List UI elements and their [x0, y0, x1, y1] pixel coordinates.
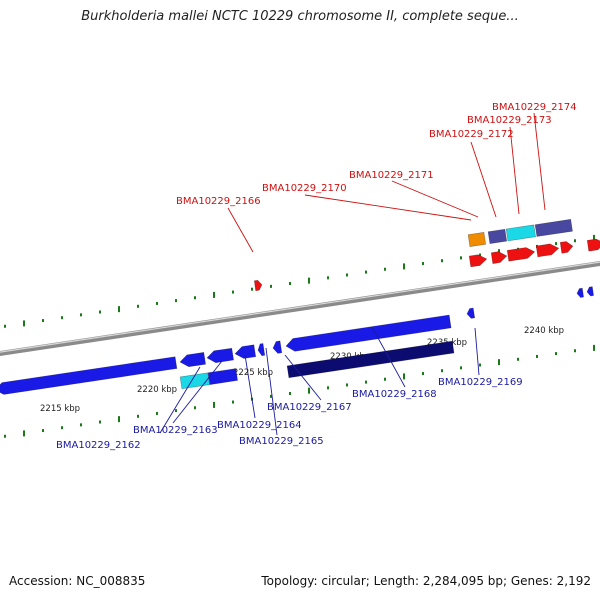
leader-line-reverse	[284, 354, 322, 401]
gene-bma10229-2162	[0, 356, 178, 395]
gene-label-forward: BMA10229_2173	[467, 115, 552, 126]
scale-label: 2225 kbp	[233, 368, 273, 378]
gene-edge-fwd	[586, 238, 600, 252]
gene-rna	[467, 231, 487, 247]
leader-line-reverse	[265, 347, 278, 436]
scale-label: 2220 kbp	[137, 385, 177, 395]
gene-slate-a	[487, 228, 508, 244]
map-title: Burkholderia mallei NCTC 10229 chromosom…	[81, 9, 519, 24]
gene-bma10229-2170	[468, 254, 488, 268]
leader-line-forward	[533, 112, 546, 211]
gene-bma10229-2164	[234, 344, 257, 359]
gene-label-forward: BMA10229_2174	[492, 102, 577, 113]
gene-slate-b	[534, 218, 573, 237]
gene-label-forward: BMA10229_2171	[349, 170, 434, 181]
gene-bma10229-2165	[257, 343, 266, 357]
gene-features	[0, 218, 600, 395]
leader-line-forward	[304, 194, 472, 221]
gene-bma10229-2169	[466, 307, 476, 319]
leader-line-reverse	[159, 366, 201, 434]
gene-label-reverse: BMA10229_2163	[133, 425, 218, 436]
gene-label-reverse: BMA10229_2164	[217, 420, 302, 431]
leader-line-reverse	[244, 354, 256, 419]
gene-bma10229-2174	[559, 241, 574, 254]
leader-line-forward	[391, 180, 479, 218]
leader-line-reverse	[172, 360, 223, 424]
chromosome-backbone	[0, 260, 600, 357]
label-leader-lines	[159, 112, 546, 436]
gene-bma10229-2167	[286, 340, 455, 379]
gene-label-forward: BMA10229_2172	[429, 129, 514, 140]
gene-bma10229-2166	[253, 279, 263, 292]
leader-line-forward	[509, 126, 520, 215]
gene-bma10229-2173	[535, 243, 560, 258]
leader-line-reverse	[371, 326, 406, 388]
gene-label-reverse: BMA10229_2168	[352, 389, 437, 400]
gene-rev-b	[207, 368, 238, 385]
leader-line-forward	[227, 207, 254, 253]
gene-label-reverse: BMA10229_2167	[267, 402, 352, 413]
scale-label: 2215 kbp	[40, 404, 80, 414]
accession-text: Accession: NC_008835	[9, 574, 146, 588]
gene-label-forward: BMA10229_2170	[262, 183, 347, 194]
gene-label-reverse: BMA10229_2162	[56, 440, 141, 451]
gene-bma10229-2172	[506, 247, 536, 262]
gene-small-rev-a	[576, 287, 584, 298]
scale-label: 2240 kbp	[524, 326, 564, 336]
topology-text: Topology: circular; Length: 2,284,095 bp…	[261, 574, 591, 588]
leader-line-reverse	[474, 327, 480, 376]
leader-line-forward	[470, 141, 497, 218]
gene-bma10229-2167a	[272, 340, 283, 354]
gene-bma10229-2171	[490, 251, 508, 264]
gene-label-forward: BMA10229_2166	[176, 196, 261, 207]
gene-bma10229-2163b	[206, 347, 234, 364]
gene-bma10229-2163	[179, 352, 206, 368]
gene-small-rev-b	[586, 286, 594, 297]
gene-label-reverse: BMA10229_2169	[438, 377, 523, 388]
gene-pseudo-b	[505, 224, 536, 242]
gene-label-reverse: BMA10229_2165	[239, 436, 324, 447]
gene-bma10229-2168	[285, 314, 452, 352]
gene-pseudo-a	[179, 372, 210, 390]
scale-ticks	[4, 234, 595, 438]
